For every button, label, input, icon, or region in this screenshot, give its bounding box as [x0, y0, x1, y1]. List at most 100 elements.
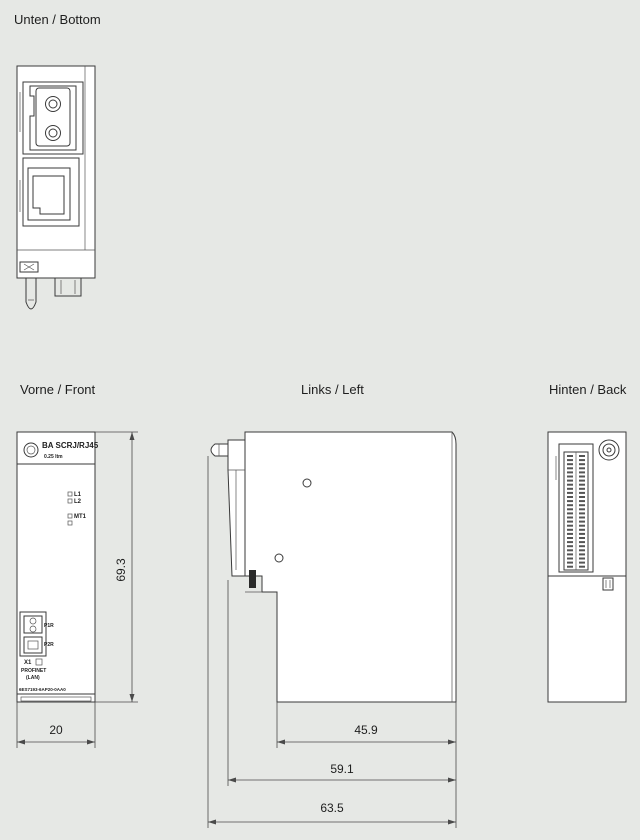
- back-connector-pin: [579, 487, 585, 490]
- back-connector-pin: [579, 508, 585, 511]
- led-mt1-label: MT1: [74, 514, 87, 520]
- back-connector: [558, 443, 594, 573]
- back-connector-pin: [567, 541, 573, 544]
- back-connector-pin: [567, 459, 573, 462]
- back-connector-pin: [579, 475, 585, 478]
- back-connector-pin: [567, 537, 573, 539]
- front-port2-label: P2R: [44, 642, 54, 648]
- led-l1-icon: [67, 491, 73, 497]
- back-connector-pin: [579, 496, 585, 498]
- front-view-body: [16, 431, 96, 703]
- view-title-front: Vorne / Front: [20, 382, 96, 397]
- left-latch: [249, 570, 256, 588]
- back-connector-pin: [579, 512, 585, 515]
- back-connector-pin: [579, 553, 585, 556]
- back-connector-pin: [567, 479, 573, 482]
- left-view-body: [244, 431, 457, 703]
- back-connector-pin: [567, 516, 573, 519]
- bottom-clip: [54, 277, 82, 297]
- back-connector-pin: [567, 545, 573, 548]
- back-connector-pin: [579, 549, 585, 552]
- back-connector-pin: [579, 532, 585, 535]
- dim-depth-3: 63.5: [320, 801, 344, 815]
- back-connector-pin: [579, 524, 585, 527]
- front-screw-icon: [23, 442, 39, 458]
- back-connector-pin: [579, 459, 585, 462]
- back-connector-pin: [567, 487, 573, 490]
- front-port1-label: P1R: [44, 623, 54, 629]
- back-connector-pin: [567, 467, 573, 470]
- back-connector-pin: [567, 471, 573, 474]
- left-front-connector: [227, 439, 246, 577]
- back-connector-pin: [567, 463, 573, 466]
- view-title-left: Links / Left: [301, 382, 364, 397]
- left-coding-pin: [210, 443, 229, 457]
- back-connector-pin: [579, 545, 585, 548]
- view-title-back: Hinten / Back: [549, 382, 627, 397]
- bottom-latch: [19, 261, 39, 273]
- back-connector-pin: [579, 565, 585, 568]
- back-connector-pin: [567, 561, 573, 564]
- back-coax-connector: [598, 439, 620, 461]
- front-port-block: [19, 611, 47, 657]
- bottom-coding-pin: [25, 278, 37, 310]
- led-l1-label: L1: [74, 492, 82, 498]
- back-connector-pin: [579, 520, 585, 523]
- back-connector-pin: [579, 528, 585, 531]
- back-connector-pin: [579, 516, 585, 519]
- back-connector-pin: [567, 557, 573, 560]
- back-connector-pin: [567, 512, 573, 515]
- back-connector-pin: [567, 528, 573, 531]
- back-view: [547, 431, 627, 703]
- led-mt1-icon: [67, 513, 73, 519]
- back-connector-pin: [567, 483, 573, 486]
- dim-front-height: 69.3: [114, 558, 128, 582]
- back-connector-pin: [579, 504, 585, 507]
- back-connector-pin: [579, 537, 585, 539]
- dim-depth-1: 45.9: [354, 723, 378, 737]
- back-connector-pin: [567, 500, 573, 503]
- bottom-view: [16, 65, 96, 310]
- left-hole-2: [274, 553, 284, 563]
- back-connector-pin: [567, 520, 573, 523]
- back-connector-pin: [567, 496, 573, 498]
- front-profinet-label: PROFINET: [21, 668, 46, 674]
- back-connector-pin: [567, 475, 573, 478]
- back-connector-pin: [579, 471, 585, 474]
- back-connector-pin: [579, 455, 585, 457]
- front-view: BA SCRJ/RJ45 0.25 ltm L1 L2 MT1 P1R P2R …: [16, 431, 138, 748]
- back-connector-pin: [567, 524, 573, 527]
- front-lan-label: (LAN): [26, 675, 40, 681]
- back-connector-pin: [567, 553, 573, 556]
- back-connector-pin: [579, 500, 585, 503]
- back-connector-pin: [579, 557, 585, 560]
- back-connector-pin: [579, 463, 585, 466]
- back-connector-pin: [567, 565, 573, 568]
- view-title-bottom: Unten / Bottom: [14, 12, 101, 27]
- dim-front-width: 20: [49, 723, 63, 737]
- front-module-name: BA SCRJ/RJ45: [42, 441, 99, 450]
- back-screw: [602, 577, 614, 591]
- back-connector-pin: [567, 549, 573, 552]
- back-connector-pin: [579, 483, 585, 486]
- dim-depth-2: 59.1: [330, 762, 354, 776]
- back-connector-pin: [579, 561, 585, 564]
- left-hole-1: [302, 478, 312, 488]
- front-order-number: 6ES7193-6AP20-0AA0: [19, 687, 66, 692]
- back-connector-pin: [579, 491, 585, 494]
- back-connector-pin: [579, 467, 585, 470]
- led-l2-icon: [67, 498, 73, 504]
- back-connector-pin: [567, 455, 573, 457]
- led-l2-label: L2: [74, 499, 82, 505]
- back-connector-pin: [579, 541, 585, 544]
- front-x1-label: X1: [24, 660, 32, 666]
- back-connector-pin: [567, 491, 573, 494]
- left-view: 45.9 59.1 63.5: [207, 431, 457, 828]
- bottom-fiber-connector: [22, 81, 84, 155]
- back-connector-pin: [579, 479, 585, 482]
- back-connector-pin: [567, 508, 573, 511]
- back-view-body: [547, 431, 627, 703]
- front-module-sub: 0.25 ltm: [44, 454, 63, 460]
- back-connector-pin: [567, 532, 573, 535]
